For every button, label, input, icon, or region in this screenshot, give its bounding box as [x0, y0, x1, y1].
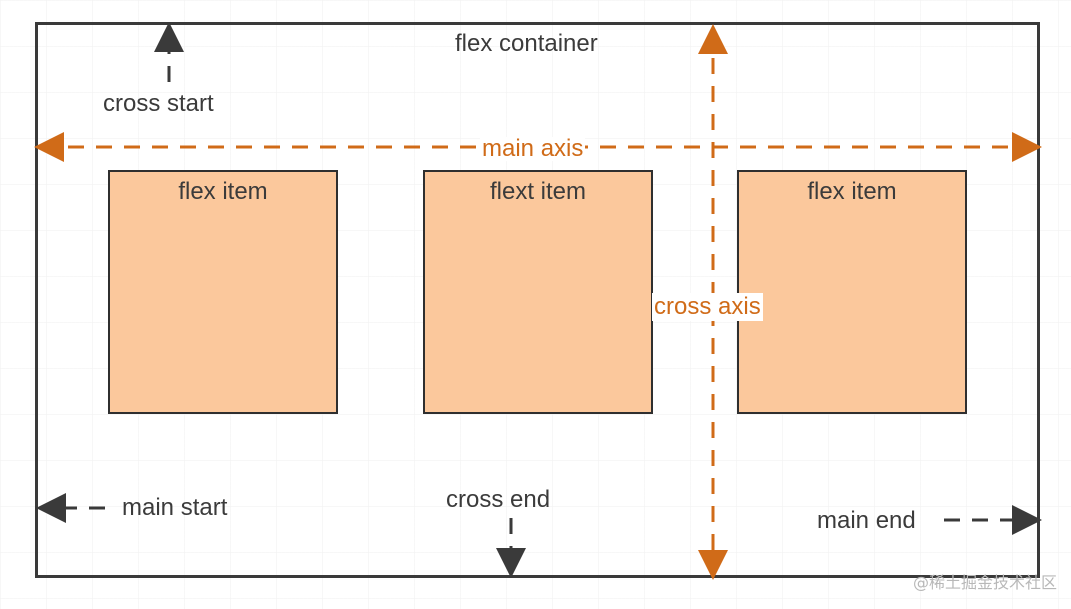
- flex-item-1: flex item: [108, 170, 338, 414]
- flex-container-box: [35, 22, 1040, 578]
- flex-container-label: flex container: [455, 30, 598, 57]
- main-start-label: main start: [122, 494, 228, 521]
- cross-end-label: cross end: [446, 486, 551, 513]
- flex-item-1-label: flex item: [178, 178, 268, 205]
- watermark-text: @稀土掘金技术社区: [912, 573, 1057, 592]
- cross-axis-label: cross axis: [652, 293, 763, 321]
- flex-item-2-label: flext item: [489, 178, 587, 205]
- flex-item-3: flex item: [737, 170, 967, 414]
- cross-start-label: cross start: [103, 90, 214, 117]
- main-axis-label: main axis: [480, 135, 586, 162]
- flex-item-2: flext item: [423, 170, 653, 414]
- main-end-label: main end: [817, 507, 916, 534]
- flex-item-3-label: flex item: [807, 178, 897, 205]
